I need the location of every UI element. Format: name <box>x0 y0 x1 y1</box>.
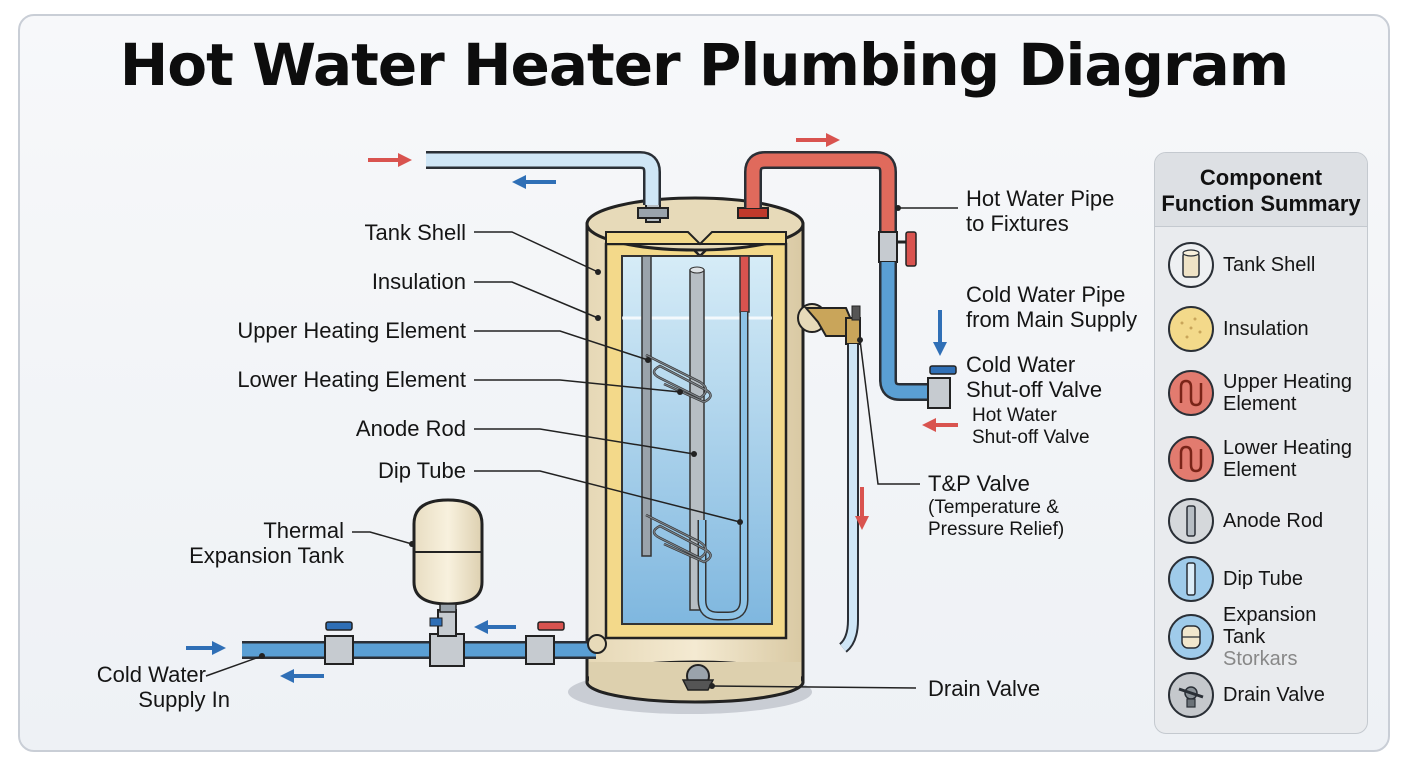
expansion-tee <box>429 633 465 667</box>
supply-valve-1 <box>324 635 354 665</box>
hot-pipe-valve-shape <box>878 231 898 263</box>
insulation-icon <box>1168 306 1214 352</box>
leader-dots <box>259 205 901 689</box>
legend-item-drain-valve: Drain Valve <box>1167 671 1363 721</box>
upper-heating-element-icon <box>1168 370 1214 416</box>
lower-heating-element-icon <box>1168 436 1214 482</box>
anode-rod-icon <box>1168 498 1214 544</box>
cold-main-pipe <box>881 262 930 399</box>
cold-inlet-pipe <box>426 153 659 205</box>
hot-outlet-rod <box>739 255 750 313</box>
thermal-expansion-tank-shape <box>412 498 484 613</box>
label-tp-valve-description: (Temperature & Pressure Relief) <box>928 497 1065 540</box>
label-cold-water-pipe: Cold Water Pipe from Main Supply <box>966 282 1138 332</box>
legend-item-anode-rod: Anode Rod <box>1167 497 1363 547</box>
hot-outlet-pipe <box>746 153 895 232</box>
drain-valve-icon <box>1168 672 1214 718</box>
label-insulation: Insulation <box>371 269 466 294</box>
page-title: Hot Water Heater Plumbing Diagram <box>119 31 1289 99</box>
label-cold-water-supply-in: Cold Water Supply In <box>96 662 230 712</box>
label-tp-valve: T&P Valve <box>928 471 1030 496</box>
label-anode-rod: Anode Rod <box>355 416 466 441</box>
upper-heating-element-shape <box>645 353 712 404</box>
supply-valve-2 <box>525 635 555 665</box>
label-drain-valve: Drain Valve <box>928 676 1041 701</box>
tank-shell-icon <box>1168 242 1214 288</box>
label-cold-water-shutoff-valve: Cold Water Shut-off Valve <box>966 352 1103 402</box>
label-lower-heating-element: Lower Heating Element <box>237 367 466 392</box>
flow-arrows <box>186 133 958 683</box>
legend-item-tank-shell: Tank Shell <box>1167 241 1363 291</box>
component-summary-panel: Component Function Summary Tank Shell In… <box>1154 152 1368 734</box>
label-tank-shell: Tank Shell <box>364 220 466 245</box>
cold-shutoff-valve-shape <box>927 377 951 409</box>
leader-lines <box>205 207 958 689</box>
dip-tube-shape <box>699 312 747 619</box>
label-hot-water-pipe: Hot Water Pipe to Fixtures <box>966 186 1115 236</box>
legend-item-dip-tube: Dip Tube <box>1167 555 1363 605</box>
label-thermal-expansion-tank: Thermal Expansion Tank <box>189 518 344 568</box>
cold-inlet-rod <box>641 255 652 557</box>
component-summary-heading: Component Function Summary <box>1155 153 1367 227</box>
label-upper-heating-element: Upper Heating Element <box>237 318 466 343</box>
expansion-tank-icon <box>1168 614 1214 660</box>
legend-item-insulation: Insulation <box>1167 305 1363 355</box>
label-dip-tube: Dip Tube <box>377 458 466 483</box>
lower-heating-element-shape <box>645 513 712 564</box>
dip-tube-icon <box>1168 556 1214 602</box>
tp-discharge-pipe <box>840 344 857 652</box>
label-hot-water-shutoff-valve: Hot Water Shut-off Valve <box>972 405 1090 448</box>
